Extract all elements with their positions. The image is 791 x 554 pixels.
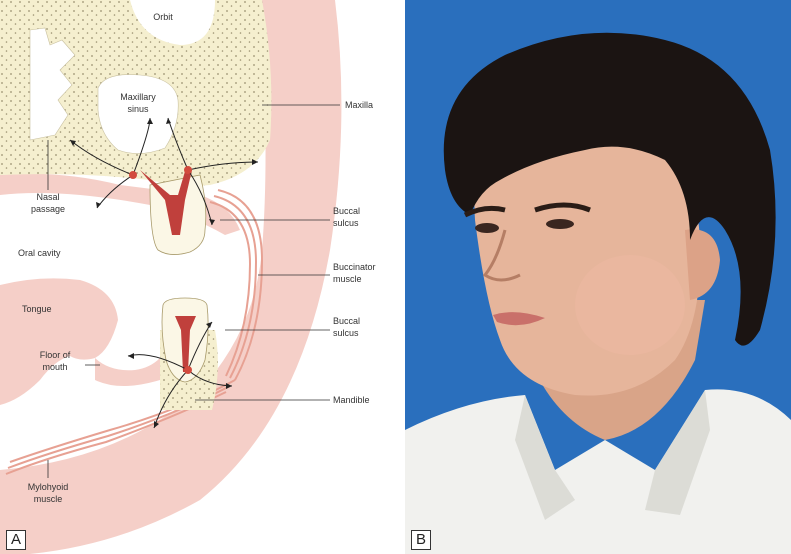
label-buccal-sulcus-lower-2: sulcus — [333, 328, 359, 338]
label-floor-of-mouth-2: mouth — [42, 362, 67, 372]
diagram-panel-a: Orbit Maxillary sinus Maxilla Nasal pass… — [0, 0, 402, 554]
label-buccinator-2: muscle — [333, 274, 362, 284]
label-floor-of-mouth-1: Floor of — [40, 350, 71, 360]
infection-focus-upper-left — [129, 171, 137, 179]
label-buccal-sulcus-lower-1: Buccal — [333, 316, 360, 326]
infection-focus-upper-right — [184, 166, 192, 174]
panel-letter-a: A — [6, 530, 26, 550]
swollen-cheek — [575, 255, 685, 355]
label-nasal-passage-2: passage — [31, 204, 65, 214]
photo-panel-b: B — [405, 0, 791, 554]
right-eye — [546, 219, 574, 229]
label-tongue: Tongue — [22, 304, 52, 314]
tongue — [0, 278, 118, 405]
label-maxillary-sinus-2: sinus — [127, 104, 149, 114]
maxillary-sinus — [98, 75, 178, 154]
label-buccal-sulcus-upper-2: sulcus — [333, 218, 359, 228]
floor-of-mouth — [95, 358, 160, 386]
label-mylohyoid-1: Mylohyoid — [28, 482, 69, 492]
label-oral-cavity: Oral cavity — [18, 248, 61, 258]
infection-focus-lower — [184, 366, 192, 374]
label-buccal-sulcus-upper-1: Buccal — [333, 206, 360, 216]
patient-photo — [405, 0, 791, 554]
label-mylohyoid-2: muscle — [34, 494, 63, 504]
label-orbit: Orbit — [153, 12, 173, 22]
label-nasal-passage-1: Nasal — [36, 192, 59, 202]
label-maxillary-sinus-1: Maxillary — [120, 92, 156, 102]
label-maxilla: Maxilla — [345, 100, 373, 110]
panel-letter-b: B — [411, 530, 431, 550]
left-eye — [475, 223, 499, 233]
label-buccinator-1: Buccinator — [333, 262, 376, 272]
anatomy-diagram: Orbit Maxillary sinus Maxilla Nasal pass… — [0, 0, 402, 554]
label-mandible: Mandible — [333, 395, 370, 405]
